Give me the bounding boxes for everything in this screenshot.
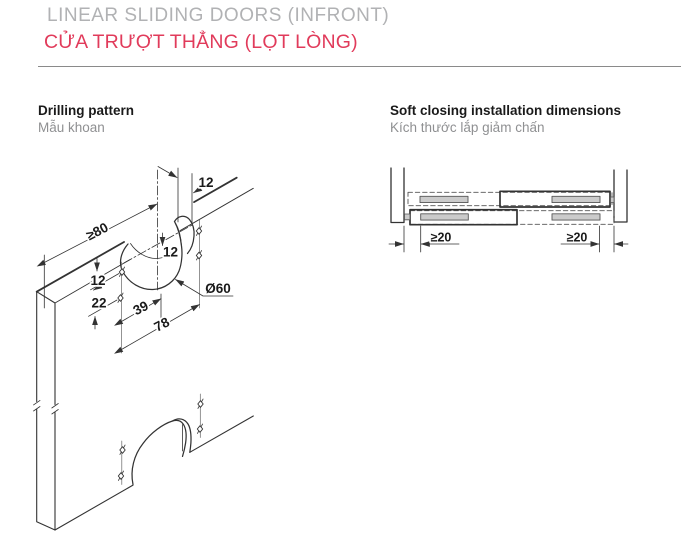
drilling-section-subtitle: Mẫu khoan (38, 120, 105, 135)
damper-bottom-right (551, 213, 601, 221)
damper-top-left (419, 195, 469, 204)
dim-label-top-12: 12 (198, 175, 213, 190)
damper-bottom-left (420, 213, 469, 221)
dim-dia-leader (175, 279, 234, 297)
activator-pin-right (610, 196, 615, 203)
dim-78-line (114, 304, 200, 354)
dim-label-clearance-left: ≥20 (431, 231, 452, 245)
break-marks (33, 400, 59, 415)
door-row-top (407, 190, 615, 208)
dim-label-dia-60: Ø60 (205, 281, 231, 296)
dim-label-s2-22: 22 (91, 296, 106, 311)
bottom-cutout (131, 418, 192, 486)
drilling-section-title: Drilling pattern (38, 103, 135, 118)
dim-edge-80 (36, 203, 158, 309)
door-panel (33, 176, 254, 531)
header-divider (38, 66, 681, 67)
hole-centerline-face (123, 224, 194, 264)
dim-label-clearance-right: ≥20 (567, 231, 588, 245)
dim-label-edge-80: ≥80 (84, 220, 111, 244)
top-hole (119, 169, 195, 291)
softclosing-section-subtitle: Kích thước lắp giảm chấn (390, 120, 545, 135)
dim-label-s1-12: 12 (90, 273, 105, 288)
dim-screw-chain (88, 258, 120, 330)
softclosing-diagram: ≥20 ≥20 (388, 167, 629, 253)
door-top-closed (499, 190, 611, 208)
dim-top-12 (157, 166, 203, 224)
page-title-en: LINEAR SLIDING DOORS (INFRONT) (47, 5, 390, 26)
activator-pin-left (404, 213, 411, 221)
dim-label-78: 78 (152, 314, 173, 334)
dim-label-depth-12: 12 (163, 245, 178, 260)
cabinet-side-panels (390, 167, 628, 224)
damper-top-right (551, 195, 601, 204)
drilling-diagram: 12 ≥80 12 12 22 3 (33, 166, 254, 531)
softclosing-section-title: Soft closing installation dimensions (390, 103, 622, 118)
clearance-dims (388, 225, 629, 253)
door-row-bottom (404, 208, 615, 226)
dim-label-39: 39 (131, 298, 151, 318)
page-title-vi: CỬA TRƯỢT THẲNG (LỌT LÒNG) (44, 31, 358, 53)
